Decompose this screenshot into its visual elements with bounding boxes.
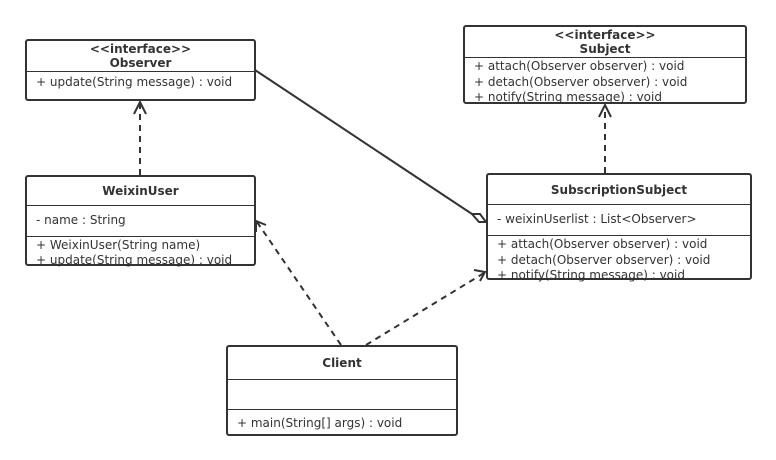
class-name: Subject	[579, 42, 631, 56]
method: + detach(Observer observer) : void	[474, 75, 688, 89]
method: + notify(String message) : void	[474, 90, 662, 104]
realization-arrow-observer	[133, 99, 147, 115]
method: + update(String message) : void	[36, 75, 233, 89]
method: + attach(Observer observer) : void	[497, 237, 708, 251]
class-name: Observer	[109, 56, 172, 70]
class-header: <<interface>> Subject	[465, 27, 745, 58]
class-subscriptionsubject[interactable]: SubscriptionSubject - weixinUserlist : L…	[486, 173, 752, 282]
class-name: SubscriptionSubject	[550, 182, 688, 197]
methods-section: + attach(Observer observer) : void + det…	[465, 58, 745, 106]
attributes-section	[228, 380, 456, 410]
stereotype: <<interface>>	[554, 28, 656, 42]
class-observer[interactable]: <<interface>> Observer + update(String m…	[25, 39, 256, 101]
class-subject[interactable]: <<interface>> Subject + attach(Observer …	[463, 25, 747, 104]
method: + attach(Observer observer) : void	[474, 59, 685, 73]
attribute: - name : String	[36, 213, 126, 227]
class-header: Client	[228, 347, 456, 380]
methods-section: + update(String message) : void	[27, 72, 254, 92]
class-name: Client	[322, 356, 362, 370]
class-client[interactable]: Client + main(String[] args) : void	[226, 345, 458, 436]
class-header: <<interface>> Observer	[27, 41, 254, 72]
class-weixinuser[interactable]: WeixinUser - name : String + WeixinUser(…	[25, 175, 256, 269]
dependency-line-subscription	[365, 272, 485, 346]
attributes-section: - name : String	[27, 206, 254, 237]
method: + update(String message) : void	[36, 253, 233, 267]
class-name: WeixinUser	[102, 184, 179, 198]
method: + detach(Observer observer) : void	[497, 253, 711, 267]
stereotype: <<interface>>	[89, 42, 192, 56]
method: + notify(String message) : void	[497, 268, 685, 282]
realization-arrow-subject	[598, 102, 612, 118]
method: + main(String[] args) : void	[237, 416, 403, 430]
methods-section: + main(String[] args) : void	[228, 410, 456, 433]
methods-section: + attach(Observer observer) : void + det…	[488, 236, 750, 284]
attributes-section: - weixinUserlist : List<Observer>	[488, 205, 750, 236]
aggregation-line	[254, 69, 473, 215]
method: + WeixinUser(String name)	[36, 238, 201, 252]
attribute: - weixinUserlist : List<Observer>	[497, 212, 697, 226]
dependency-arrow-subscription	[473, 269, 487, 282]
methods-section: + WeixinUser(String name) + update(Strin…	[27, 237, 254, 269]
aggregation-diamond	[469, 213, 488, 223]
class-header: WeixinUser	[27, 177, 254, 206]
dependency-arrow-weixinuser	[255, 219, 267, 232]
class-header: SubscriptionSubject	[488, 175, 750, 205]
dependency-line-weixinuser	[256, 221, 342, 346]
